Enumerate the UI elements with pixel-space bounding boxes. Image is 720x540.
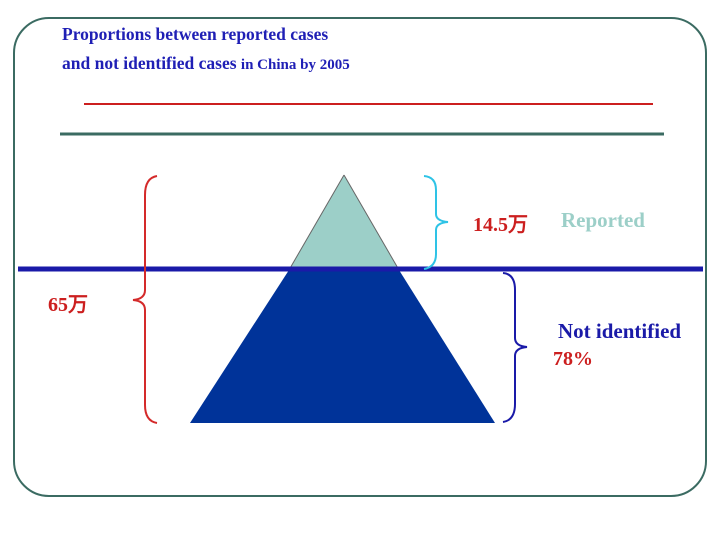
title-line-2-suffix: in China by 2005 xyxy=(240,57,350,73)
slide-title: Proportions between reported cases and n… xyxy=(62,20,622,80)
iceberg-right-edge xyxy=(343,174,400,271)
iceberg-left-edge xyxy=(288,174,345,271)
reported-label: Reported xyxy=(561,208,645,232)
brace-not-identified xyxy=(502,272,528,423)
iceberg-hidden-part xyxy=(190,270,495,423)
title-line-1: Proportions between reported cases xyxy=(62,24,329,44)
total-cases-label: 65万 xyxy=(48,294,88,316)
slide-frame xyxy=(13,17,707,497)
iceberg-visible-tip xyxy=(289,175,399,270)
brace-reported xyxy=(423,175,449,270)
reported-value-label: 14.5万 xyxy=(473,214,528,236)
not-identified-percent-label: 78% xyxy=(553,348,593,370)
brace-total xyxy=(132,175,158,424)
title-line-2: and not identified cases xyxy=(62,53,237,73)
not-identified-label: Not identified xyxy=(558,319,682,343)
